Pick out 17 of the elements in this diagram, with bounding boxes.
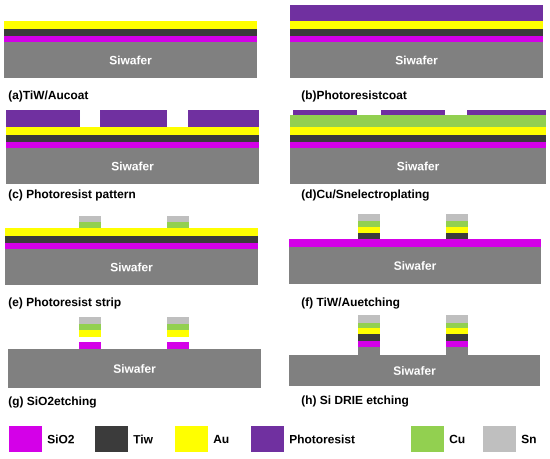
legend-label: Sn <box>522 434 536 444</box>
legend-label: Photoresist <box>290 434 355 444</box>
wafer-block: Siwafer <box>6 148 259 184</box>
legend-label: Cu <box>450 434 464 444</box>
wafer-block: Siwafer <box>8 349 261 388</box>
legend-label: SiO2 <box>48 434 74 444</box>
wafer-block: Siwafer <box>290 42 543 78</box>
wafer-block: Siwafer <box>290 148 546 184</box>
step-caption: (e) Photoresist strip <box>8 297 121 309</box>
step-caption: (b)Photoresistcoat <box>302 90 407 102</box>
step-caption: (f) TiW/Auetching <box>302 297 400 309</box>
legend-label: Tiw <box>133 434 153 444</box>
legend-label: Au <box>214 434 228 444</box>
wafer-block: Siwafer <box>5 249 258 285</box>
wafer-block: Siwafer <box>289 247 541 284</box>
wafer-block: Siwafer <box>4 42 257 78</box>
step-caption: (a)TiW/Aucoat <box>8 90 88 102</box>
